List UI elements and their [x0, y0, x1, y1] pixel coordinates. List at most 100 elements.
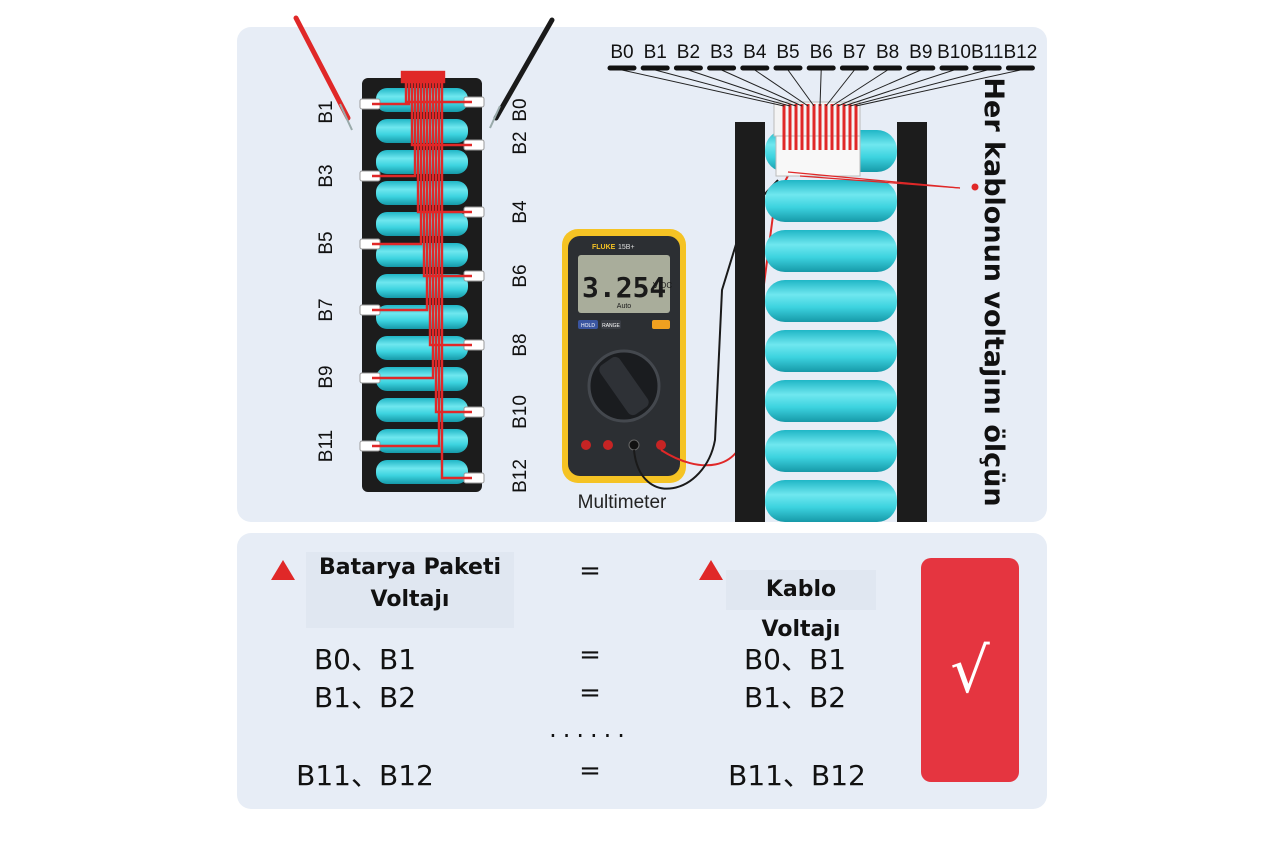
pack-label-right: B0: [510, 98, 531, 121]
ellipsis: ......: [549, 715, 631, 743]
jack-a[interactable]: [581, 440, 591, 450]
pin-lead: [787, 69, 815, 107]
pack-voltage-header: Batarya Paketi Voltajı: [306, 552, 514, 628]
jack-com[interactable]: [628, 439, 640, 451]
pin-lead: [819, 69, 822, 107]
battery-cell: [765, 480, 897, 522]
right-pack-labels: B0 B2 B4 B6 B8 B10 B12: [510, 98, 531, 493]
range-label: RANGE: [602, 323, 620, 329]
pack-voltage-row: B0、B1: [313, 643, 417, 676]
pack-label-left: B5: [316, 231, 337, 254]
balance-wire: [404, 76, 472, 104]
battery-cell: [376, 429, 468, 453]
pack-label-right: B2: [510, 131, 531, 154]
meter-lcd: [578, 255, 670, 313]
battery-cell: [376, 274, 468, 298]
connector-pin-label: B8: [876, 42, 899, 63]
connector-pin-label: B1: [644, 42, 667, 63]
equals-sign: =: [579, 556, 601, 586]
balance-wire: [372, 76, 423, 246]
pack-label-right: B12: [510, 459, 531, 493]
meter-unit: V DC: [653, 281, 672, 290]
connector-pin-label: B6: [810, 42, 833, 63]
balance-wire: [372, 76, 441, 448]
warning-triangle-icon: [271, 560, 295, 580]
jack-ma[interactable]: [603, 440, 613, 450]
pin-lead: [655, 69, 791, 107]
equals-sign: =: [579, 640, 601, 670]
battery-cell: [376, 460, 468, 484]
balance-wire: [422, 76, 472, 278]
battery-cell: [376, 398, 468, 422]
left-pack-labels: B1 B3 B5 B7 B9 B11: [316, 100, 337, 462]
pack-voltage-row: B1、B2: [313, 681, 417, 714]
balance-wire: [372, 76, 429, 312]
hold-label: HOLD: [581, 323, 595, 329]
pack-voltage-header-line2: Voltajı: [370, 587, 450, 612]
pin-lead: [837, 69, 921, 107]
range-button[interactable]: [601, 320, 621, 329]
pin-lead: [843, 69, 955, 107]
warning-triangle-icon: [699, 560, 723, 580]
balance-wire: [372, 76, 417, 178]
pack-label-left: B7: [316, 298, 337, 321]
wire-voltage-header: Kablo Voltajı: [726, 570, 876, 642]
pack-label-left: B11: [316, 430, 337, 462]
battery-cell: [765, 380, 897, 422]
pin-lead: [621, 69, 785, 107]
pack-label-right: B6: [510, 264, 531, 287]
connector-pin-label: B7: [843, 42, 866, 63]
wire-voltage-row: B0、B1: [743, 643, 847, 676]
connector-pin-label: B4: [743, 42, 767, 63]
pin-lead: [688, 69, 797, 107]
wire-voltage-row: B11、B12: [728, 759, 866, 792]
balance-wire: [372, 76, 411, 106]
red-probe: [293, 15, 353, 131]
pack-label-right: B10: [510, 395, 531, 429]
pin-lead: [855, 69, 1021, 107]
pack-label-left: B9: [316, 365, 337, 388]
wire-bundle: [400, 70, 446, 84]
instruction-text: Her kablonun voltajını ölçün: [978, 77, 1009, 506]
balance-wire: [428, 76, 472, 347]
check-badge: √: [921, 558, 1019, 782]
bms-connector: [621, 69, 1021, 191]
multimeter: FLUKE 15B+ 3.254 V DC Auto HOLD RANGE Mu…: [562, 229, 686, 513]
battery-cell: [765, 230, 897, 272]
meter-range-text: Auto: [617, 303, 632, 310]
battery-cell: [376, 336, 468, 360]
pin-lead: [825, 69, 855, 107]
jack-v[interactable]: [656, 440, 666, 450]
pack-voltage-row: B11、B12: [296, 759, 434, 792]
connector-pin-label: B3: [710, 42, 733, 63]
battery-cell: [765, 430, 897, 472]
meter-reading: 3.254: [582, 271, 666, 304]
pin-lead: [721, 69, 803, 107]
connector-pin-label: B9: [909, 42, 932, 63]
connector-pin-label: B12: [1003, 42, 1037, 63]
balance-wire: [372, 76, 435, 380]
checkmark-icon: √: [950, 633, 990, 707]
equals-sign: =: [579, 756, 601, 786]
multimeter-caption: Multimeter: [578, 492, 667, 513]
dial-knob[interactable]: [597, 355, 651, 418]
right-battery-pack: [735, 122, 927, 522]
pack-voltage-header-line1: Batarya Paketi: [318, 555, 502, 580]
connector-pin-label: B10: [937, 42, 971, 63]
yellow-button[interactable]: [652, 320, 670, 329]
black-lead: [633, 179, 779, 490]
connector-pin-label: B5: [776, 42, 799, 63]
battery-cell: [765, 330, 897, 372]
meter-brand: FLUKE: [592, 244, 616, 251]
balance-wire: [434, 76, 472, 414]
pin-lead: [754, 69, 809, 107]
battery-cell: [765, 180, 897, 222]
left-battery-pack: [359, 70, 485, 492]
balance-wire: [410, 76, 472, 147]
balance-wire: [416, 76, 472, 214]
wire-voltage-row: B1、B2: [743, 681, 847, 714]
hold-button[interactable]: [578, 320, 598, 329]
connector-pin-label: B0: [610, 42, 633, 63]
equals-sign: =: [579, 678, 601, 708]
